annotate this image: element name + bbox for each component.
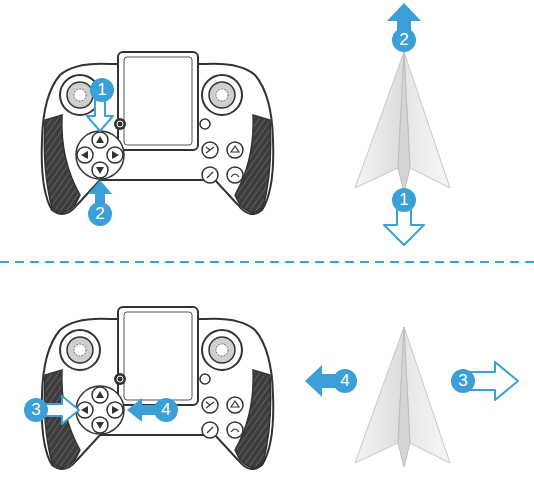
arrow: [87, 100, 113, 131]
callout-number: 3: [24, 398, 48, 422]
divider: [0, 261, 534, 263]
controller: [42, 307, 274, 469]
callout-number: 1: [392, 188, 416, 212]
paper-plane: [355, 327, 450, 467]
callout-number: 4: [154, 398, 178, 422]
callout-number: 2: [392, 28, 416, 52]
controller: [42, 52, 274, 214]
callout-number: 3: [451, 369, 475, 393]
paper-plane: [355, 52, 450, 192]
arrow: [44, 396, 79, 424]
callout-number: 1: [90, 78, 114, 102]
arrow: [127, 398, 156, 422]
callout-number: 2: [88, 202, 112, 226]
callout-number: 4: [333, 369, 357, 393]
